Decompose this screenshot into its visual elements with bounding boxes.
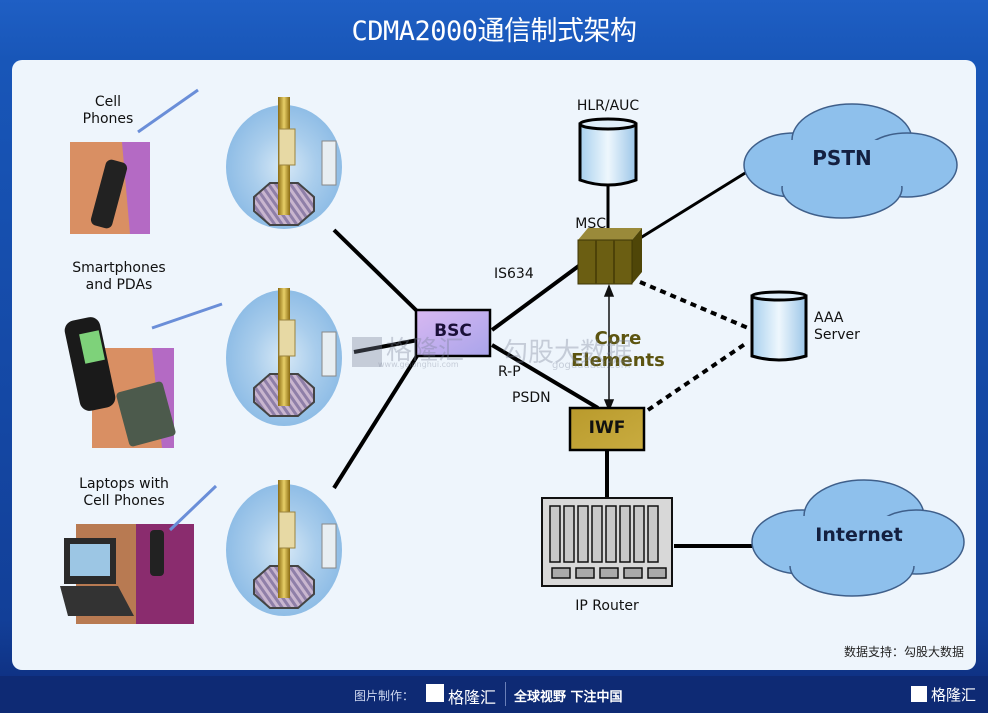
aaa-label-line: Server	[814, 327, 860, 343]
link-bts3-bsc	[332, 346, 424, 490]
cell-phone-image	[70, 88, 199, 234]
ip-router-label: IP Router	[575, 598, 639, 614]
iwf-node-box	[568, 406, 646, 452]
device-label-line: Smartphones	[72, 260, 166, 276]
msc-node-box	[577, 228, 642, 285]
is634-label: IS634	[494, 266, 534, 282]
watermark-brand: 格隆汇	[352, 330, 464, 367]
hlr-database-icon	[578, 117, 638, 187]
aaa-server-icon	[750, 290, 808, 362]
device-label-line: Laptops with	[79, 476, 169, 492]
smartphone-pda-image	[64, 302, 223, 448]
watermark-data: 勾股大数据	[502, 338, 633, 368]
footer-corner-brand: 格隆汇	[931, 686, 977, 704]
footer-made-by-label: 图片制作：	[354, 689, 415, 703]
internet-cloud-fill	[780, 516, 940, 566]
device-label-cell-phones: Cell Phones	[78, 94, 138, 128]
link-bts1-bsc	[332, 228, 420, 314]
footer-brand: 格隆汇	[448, 688, 497, 707]
footer-slogan: 全球视野 下注中国	[514, 690, 623, 705]
device-label-line: Cell Phones	[83, 493, 165, 509]
dashed-links	[639, 280, 750, 412]
footer-bar: 图片制作： 格隆汇 全球视野 下注中国 格隆汇	[0, 676, 988, 713]
link-bsc-msc	[490, 263, 582, 332]
watermark-brand-text: 格隆汇	[386, 336, 465, 366]
data-credit: 数据支持：勾股大数据	[843, 645, 964, 659]
page-title: CDMA2000通信制式架构	[351, 16, 637, 47]
aaa-server-label: AAA Server	[814, 310, 884, 344]
core-arrow	[603, 283, 615, 413]
watermark-logo-icon	[352, 336, 382, 367]
link-bsc-iwf	[490, 343, 600, 410]
device-label-line: Phones	[82, 111, 134, 127]
hlr-label: HLR/AUC	[576, 98, 640, 114]
psdn-label: PSDN	[512, 390, 551, 406]
base-station-2	[226, 288, 342, 426]
pstn-label: PSTN	[812, 146, 872, 170]
footer-brand-logo-icon	[426, 684, 444, 702]
bsc-node-box	[414, 308, 492, 358]
architecture-diagram	[60, 88, 965, 624]
watermark-data-url: goguudata.com	[552, 360, 631, 371]
diagram-panel: Cell Phones Smartphones and PDAs Laptops…	[12, 60, 976, 670]
footer-corner-logo-icon	[911, 686, 927, 702]
footer-divider	[505, 682, 506, 706]
bsc-label: BSC	[434, 321, 472, 341]
core-elements-label: Core Elements	[568, 328, 668, 372]
device-label-smartphones: Smartphones and PDAs	[56, 260, 182, 294]
base-station-3	[226, 480, 342, 616]
link-msc-pstn	[636, 168, 751, 242]
laptop-image	[60, 484, 218, 624]
iwf-label: IWF	[588, 418, 626, 438]
watermark-brand-url: www.gelonghui.com	[378, 360, 459, 369]
base-station-1	[226, 97, 342, 229]
rp-label: R-P	[498, 364, 521, 380]
aaa-label-line: AAA	[814, 310, 844, 326]
device-label-laptops: Laptops with Cell Phones	[62, 476, 186, 510]
links	[332, 168, 758, 548]
core-label-line: Core	[594, 328, 642, 349]
internet-label: Internet	[815, 524, 903, 546]
device-label-line: Cell	[94, 94, 122, 110]
ip-router-icon	[541, 497, 673, 587]
device-label-line: and PDAs	[85, 277, 153, 293]
pstn-cloud-fill	[772, 140, 932, 186]
msc-label: MSC	[575, 216, 606, 232]
link-bts2-bsc	[353, 338, 419, 354]
core-label-line: Elements	[571, 350, 665, 371]
